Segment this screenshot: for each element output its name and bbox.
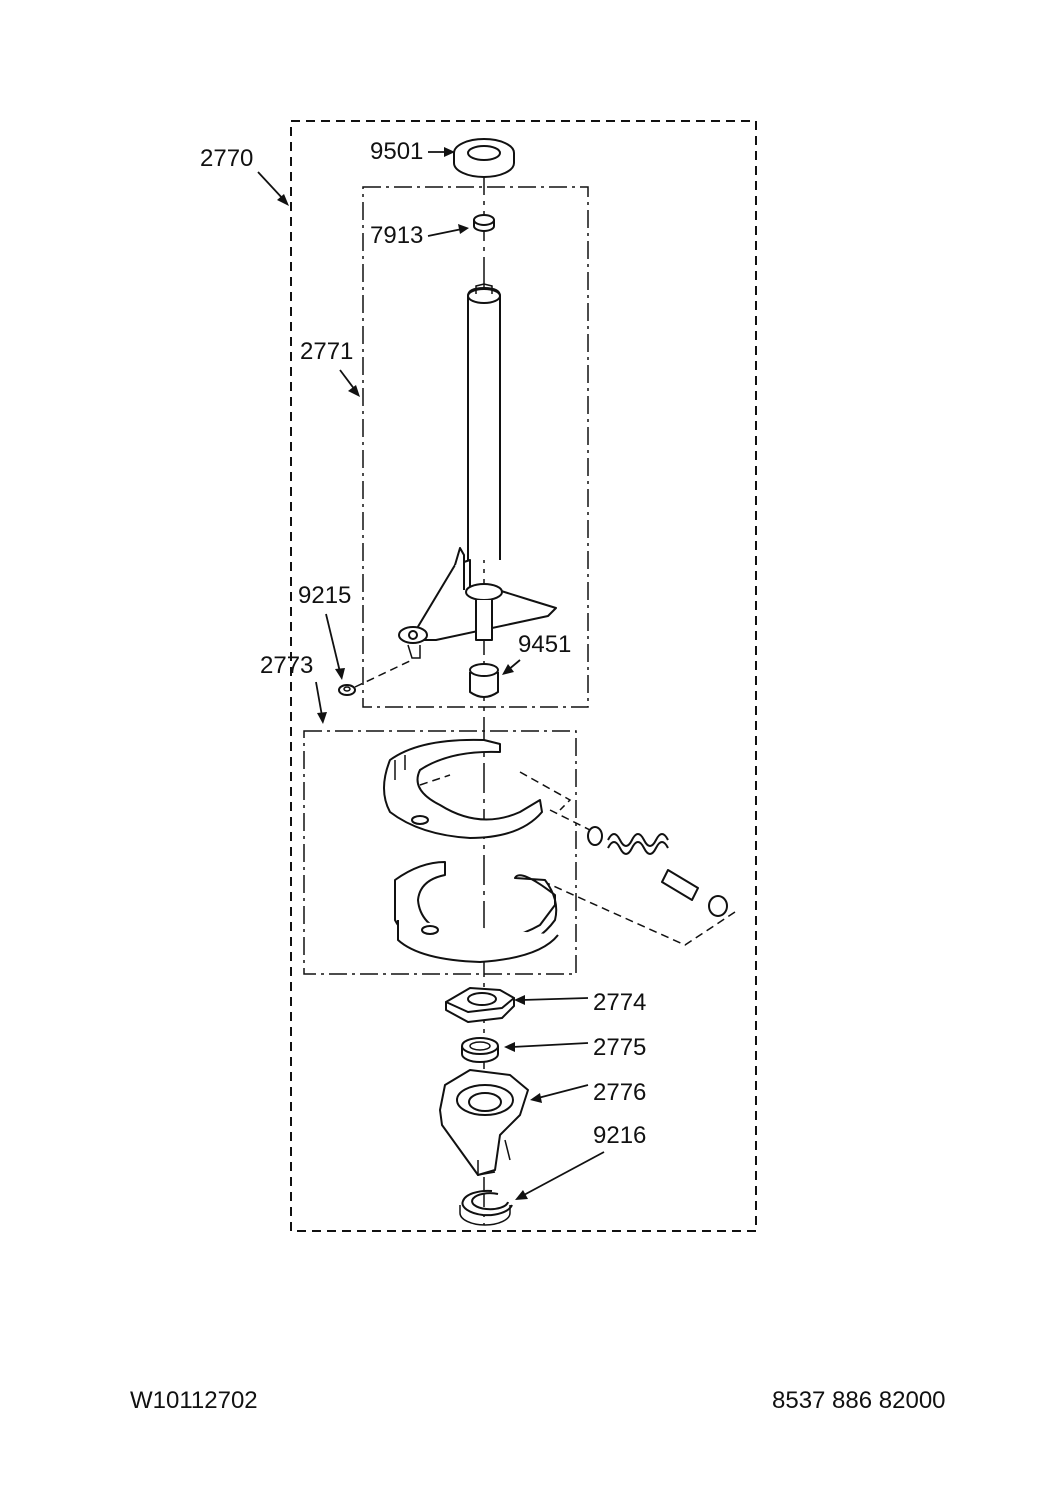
label-2771: 2771	[300, 338, 354, 365]
part-2775-ring	[461, 1037, 499, 1063]
footer-document-number: W10112702	[130, 1387, 258, 1414]
label-2775: 2775	[593, 1034, 647, 1061]
part-9215-nut	[338, 684, 356, 696]
part-2773-upper-shoe	[383, 738, 543, 839]
part-9216-snap-ring	[459, 1189, 513, 1226]
part-7913-bushing	[473, 214, 495, 232]
label-2770: 2770	[200, 145, 254, 172]
part-9451-bushing	[469, 663, 499, 698]
part-9501-seal	[453, 138, 515, 178]
part-2771-shaft	[398, 283, 557, 659]
label-2773: 2773	[260, 652, 314, 679]
part-2773-lower-shoe	[394, 861, 559, 963]
part-2776-cam	[439, 1069, 529, 1176]
label-9451: 9451	[518, 631, 572, 658]
label-7913: 7913	[370, 222, 424, 249]
assembly-box-2773	[303, 730, 577, 975]
spring-pin-assembly	[539, 809, 736, 946]
label-9501: 9501	[370, 138, 424, 165]
assembly-box-2770	[290, 120, 757, 1232]
label-9216: 9216	[593, 1122, 647, 1149]
part-2774-plate	[445, 987, 515, 1023]
footer-model-number: 8537 886 82000	[772, 1387, 946, 1414]
label-9215: 9215	[298, 582, 352, 609]
label-2774: 2774	[593, 989, 647, 1016]
label-2776: 2776	[593, 1079, 647, 1106]
leader-lines	[257, 147, 605, 1200]
